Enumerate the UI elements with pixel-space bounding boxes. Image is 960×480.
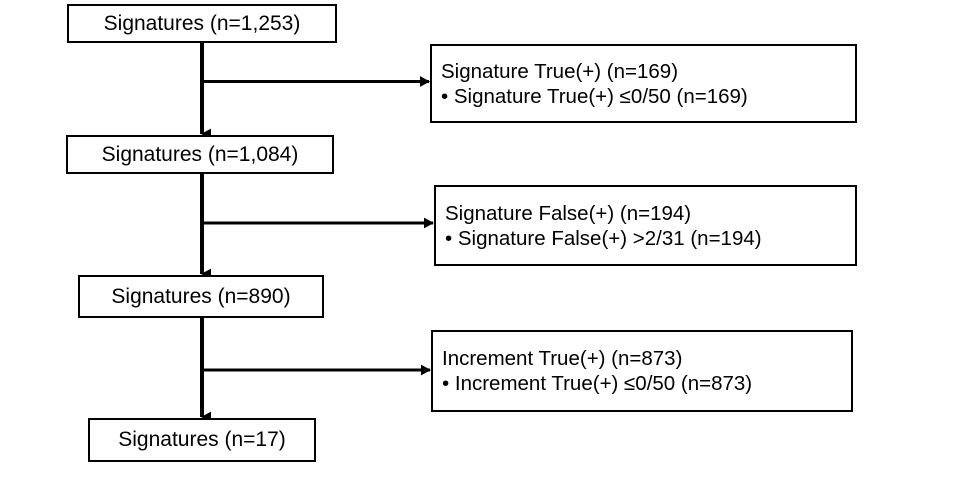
main-node-2-label: Signatures (n=1,084) — [101, 142, 299, 166]
exclusion-node-2-heading: Signature False(+) (n=194) — [445, 201, 692, 225]
exclusion-node-2: Signature False(+) (n=194) • Signature F… — [434, 185, 857, 266]
exclusion-node-2-detail: • Signature False(+) >2/31 (n=194) — [445, 226, 762, 250]
main-node-1: Signatures (n=1,253) — [67, 4, 337, 43]
exclusion-node-1-heading: Signature True(+) (n=169) — [441, 59, 679, 83]
exclusion-node-3-heading: Increment True(+) (n=873) — [442, 347, 683, 370]
main-node-3-label: Signatures (n=890) — [111, 284, 291, 308]
main-node-2: Signatures (n=1,084) — [66, 135, 334, 174]
exclusion-node-1-detail: • Signature True(+) ≤0/50 (n=169) — [441, 84, 748, 108]
exclusion-node-3-detail: • Increment True(+) ≤0/50 (n=873) — [442, 372, 753, 395]
main-node-4: Signatures (n=17) — [88, 418, 316, 462]
main-node-3: Signatures (n=890) — [78, 275, 324, 318]
exclusion-node-1: Signature True(+) (n=169) • Signature Tr… — [430, 44, 857, 123]
main-node-4-label: Signatures (n=17) — [118, 428, 286, 452]
main-node-1-label: Signatures (n=1,253) — [103, 11, 301, 35]
exclusion-node-3: Increment True(+) (n=873) • Increment Tr… — [431, 330, 853, 412]
